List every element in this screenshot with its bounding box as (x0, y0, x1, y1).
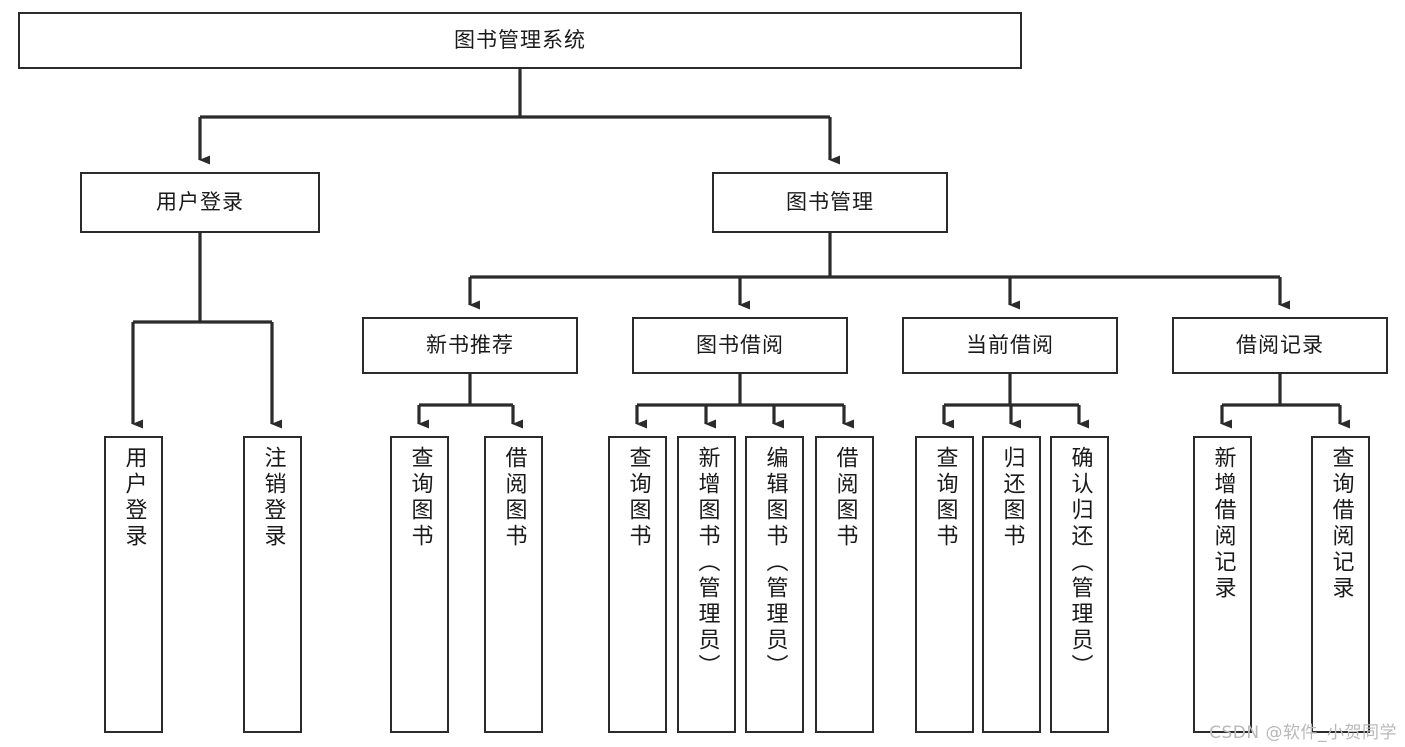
node-label: 新增借阅记录 (1210, 446, 1236, 602)
node-leaf-logout-login[interactable]: 注销登录 (243, 436, 302, 733)
node-leaf-edit-book[interactable]: 编辑图书（管理员） (745, 436, 804, 733)
node-leaf-return-book[interactable]: 归还图书 (982, 436, 1041, 733)
node-book-borrow[interactable]: 图书借阅 (632, 317, 848, 374)
node-label: 图书管理 (786, 189, 874, 214)
node-label: 用户登录 (121, 446, 147, 550)
node-user-login[interactable]: 用户登录 (80, 172, 320, 233)
csdn-watermark: CSDN @软件_小贺同学 (1209, 723, 1397, 743)
node-label: 图书借阅 (696, 332, 784, 357)
node-borrow-record[interactable]: 借阅记录 (1172, 317, 1388, 374)
node-label: 确认归还（管理员） (1067, 446, 1093, 680)
node-label: 图书管理系统 (454, 27, 586, 52)
node-leaf-query-book-3[interactable]: 查询图书 (915, 436, 974, 733)
node-root-book-management-system[interactable]: 图书管理系统 (18, 12, 1022, 69)
node-leaf-borrow-book-1[interactable]: 借阅图书 (484, 436, 543, 733)
node-leaf-user-login[interactable]: 用户登录 (104, 436, 163, 733)
node-leaf-confirm-return[interactable]: 确认归还（管理员） (1050, 436, 1109, 733)
node-new-book-recommend[interactable]: 新书推荐 (362, 317, 578, 374)
node-label: 当前借阅 (966, 332, 1054, 357)
node-label: 借阅图书 (501, 446, 527, 550)
node-label: 新书推荐 (426, 332, 514, 357)
node-label: 注销登录 (260, 446, 286, 550)
node-leaf-borrow-book-2[interactable]: 借阅图书 (815, 436, 874, 733)
node-label: 查询图书 (932, 446, 958, 550)
node-leaf-add-book[interactable]: 新增图书（管理员） (677, 436, 736, 733)
node-leaf-query-book-1[interactable]: 查询图书 (390, 436, 449, 733)
node-label: 用户登录 (156, 189, 244, 214)
node-leaf-query-book-2[interactable]: 查询图书 (608, 436, 667, 733)
node-label: 查询借阅记录 (1328, 446, 1354, 602)
node-label: 编辑图书（管理员） (762, 446, 788, 680)
node-label: 查询图书 (625, 446, 651, 550)
node-label: 借阅记录 (1236, 332, 1324, 357)
node-leaf-add-record[interactable]: 新增借阅记录 (1193, 436, 1252, 733)
node-label: 借阅图书 (832, 446, 858, 550)
node-leaf-query-record[interactable]: 查询借阅记录 (1311, 436, 1370, 733)
node-book-manage[interactable]: 图书管理 (712, 172, 948, 233)
node-label: 归还图书 (999, 446, 1025, 550)
node-current-borrow[interactable]: 当前借阅 (902, 317, 1118, 374)
node-label: 查询图书 (407, 446, 433, 550)
connector-lines (131, 69, 1350, 429)
node-label: 新增图书（管理员） (694, 446, 720, 680)
